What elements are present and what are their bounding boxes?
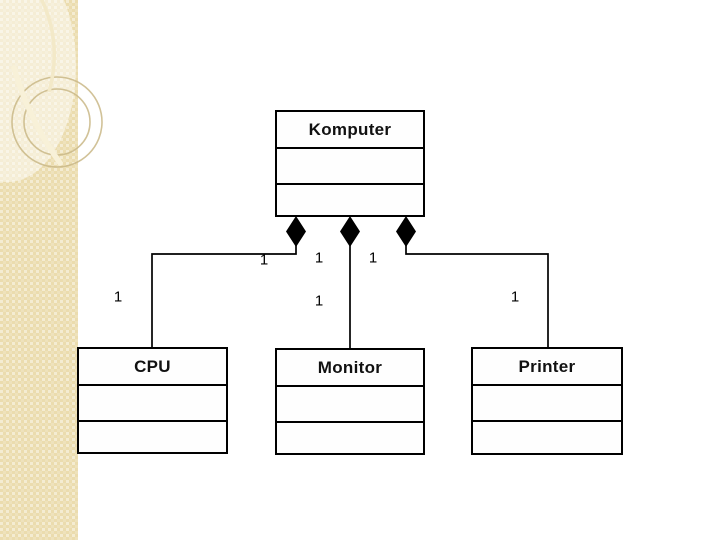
class-name: Printer xyxy=(473,349,621,386)
class-operations-compartment xyxy=(277,185,423,215)
multiplicity-label-komputer-monitor-child: 1 xyxy=(314,292,324,310)
class-box-cpu: CPU xyxy=(77,347,228,454)
class-operations-compartment xyxy=(473,422,621,453)
class-box-printer: Printer xyxy=(471,347,623,455)
class-operations-compartment xyxy=(277,423,423,453)
multiplicity-label-komputer-monitor-parent: 1 xyxy=(314,249,324,267)
class-attributes-compartment xyxy=(277,149,423,185)
class-attributes-compartment xyxy=(473,386,621,422)
composition-diamond-icon xyxy=(286,216,306,247)
connector-komputer-printer xyxy=(405,243,549,347)
class-attributes-compartment xyxy=(79,386,226,422)
sidebar-cream-arcs-icon xyxy=(11,0,63,166)
class-attributes-compartment xyxy=(277,387,423,423)
composition-diamond-icon xyxy=(340,216,360,247)
sidebar-highlight-oval xyxy=(0,0,76,182)
sidebar-decoration xyxy=(0,0,103,540)
class-name: Komputer xyxy=(277,112,423,149)
multiplicity-label-komputer-cpu-parent: 1 xyxy=(259,251,269,269)
connector-komputer-cpu xyxy=(151,243,297,347)
multiplicity-label-komputer-cpu-child: 1 xyxy=(113,288,123,306)
class-box-komputer: Komputer xyxy=(275,110,425,217)
class-name: CPU xyxy=(79,349,226,386)
multiplicity-label-komputer-printer-child: 1 xyxy=(510,288,520,306)
class-name: Monitor xyxy=(277,350,423,387)
class-box-monitor: Monitor xyxy=(275,348,425,455)
composition-diamond-icon xyxy=(396,216,416,247)
multiplicity-label-komputer-printer-parent: 1 xyxy=(368,249,378,267)
class-operations-compartment xyxy=(79,422,226,452)
